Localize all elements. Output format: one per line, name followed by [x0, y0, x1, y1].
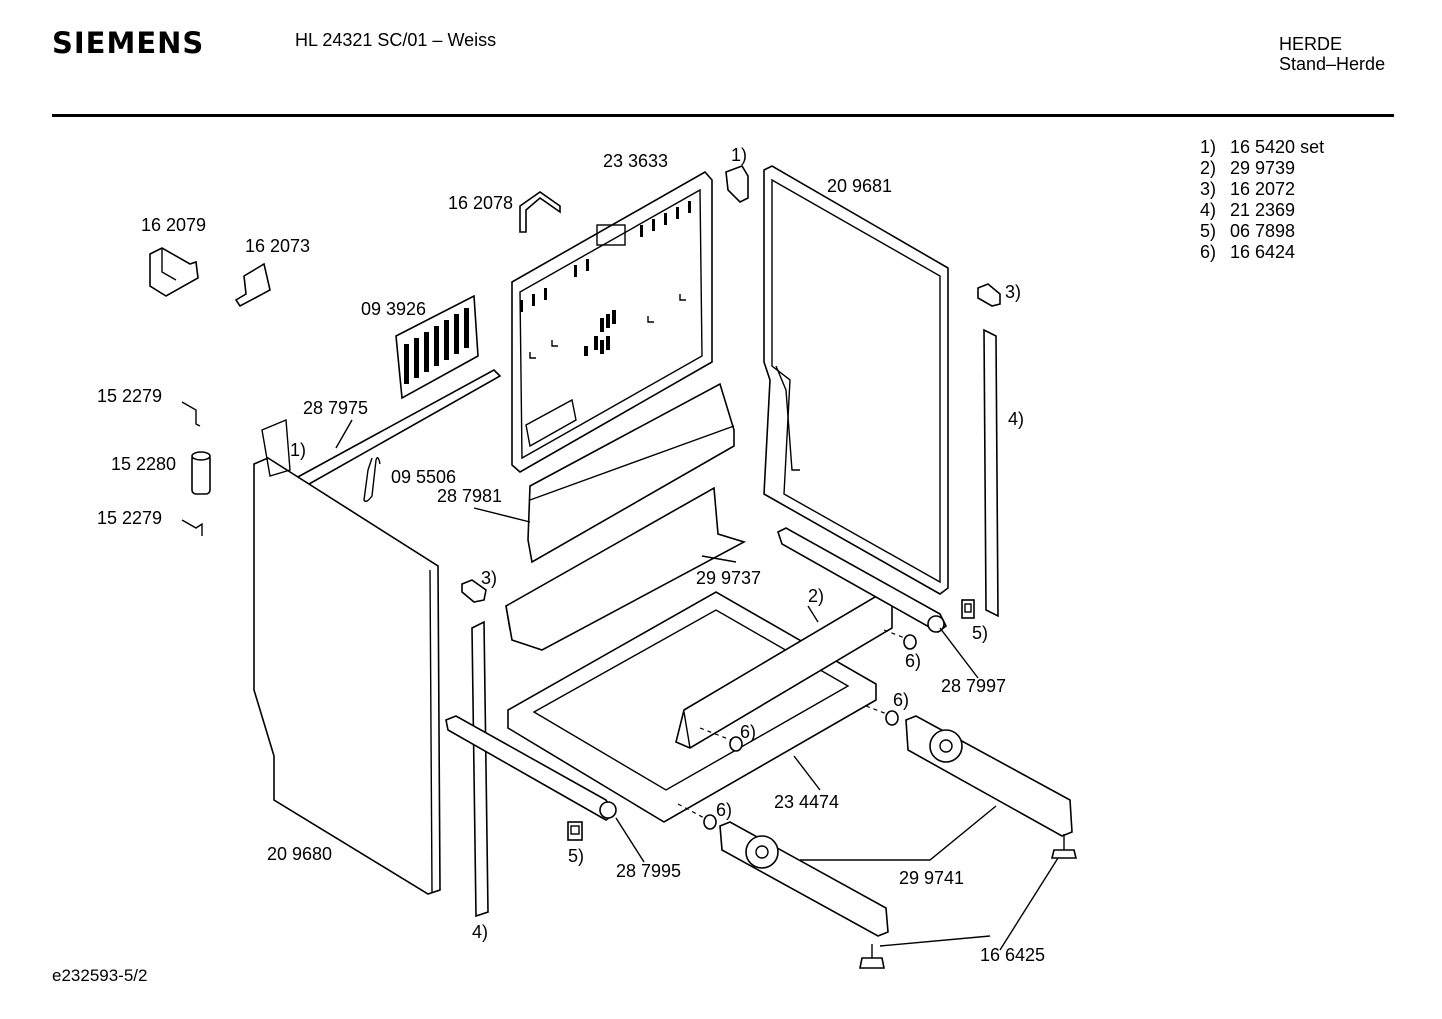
brand-logo: SIEMENS [52, 26, 205, 60]
label-152280: 15 2280 [111, 454, 176, 474]
label-162073: 16 2073 [245, 236, 310, 256]
callout-1-left: 1) [290, 440, 306, 460]
tray-299737 [505, 486, 747, 651]
rear-panel-233633 [511, 170, 713, 473]
leader-lines [335, 419, 1059, 951]
label-299741: 29 9741 [899, 868, 964, 888]
foot-right [1050, 834, 1078, 859]
callout-5-right: 5) [972, 623, 988, 643]
callout-2: 2) [808, 586, 824, 606]
label-233633: 23 3633 [603, 151, 668, 171]
model-title: HL 24321 SC/01 – Weiss [295, 30, 497, 50]
label-299737: 29 9737 [696, 568, 761, 588]
rail-287995 [445, 715, 617, 821]
callout-3-right: 3) [1005, 282, 1021, 302]
category-line-2: Stand–Herde [1279, 54, 1386, 74]
bumper-6 [677, 629, 917, 830]
legend-row: 6) 16 6424 [1200, 242, 1324, 263]
label-166425: 16 6425 [980, 945, 1045, 965]
label-287995: 28 7995 [616, 861, 681, 881]
header-rule [52, 114, 1394, 117]
legend-row: 3) 16 2072 [1200, 179, 1324, 200]
label-209680: 20 9680 [267, 844, 332, 864]
strip-4-left [471, 620, 489, 918]
category-line-1: HERDE [1279, 34, 1343, 54]
category: HERDE Stand–Herde [1279, 34, 1385, 74]
label-162079: 16 2079 [141, 215, 206, 235]
legend-value: 21 2369 [1230, 200, 1296, 220]
bracket-top [725, 165, 749, 203]
label-095506: 09 5506 [391, 467, 456, 487]
clip-3-right [977, 283, 1001, 307]
clip-152279-b [181, 519, 203, 536]
legend-value: 16 6424 [1230, 242, 1296, 262]
legend-key: 5) [1200, 221, 1217, 241]
rail-287997 [777, 527, 948, 633]
label-152279-a: 15 2279 [97, 386, 162, 406]
clip-5-left [567, 821, 583, 841]
legend-value: 06 7898 [1230, 221, 1296, 241]
panel-287981 [527, 382, 735, 564]
legend-key: 4) [1200, 200, 1217, 220]
label-287981: 28 7981 [437, 486, 502, 506]
callout-6-d: 6) [716, 800, 732, 820]
callout-1-top: 1) [731, 145, 747, 165]
hook-095506 [363, 457, 381, 503]
label-162078: 16 2078 [448, 193, 513, 213]
vent-093926 [395, 294, 479, 400]
tube-152280 [191, 451, 211, 495]
clip-152279-a [181, 401, 201, 427]
label-093926: 09 3926 [361, 299, 426, 319]
label-234474: 23 4474 [774, 792, 839, 812]
callout-6-a: 6) [905, 651, 921, 671]
legend-row: 4) 21 2369 [1200, 200, 1324, 221]
legend-value: 29 9739 [1230, 158, 1296, 178]
label-152279-b: 15 2279 [97, 508, 162, 528]
legend-value: 16 5420 set [1230, 137, 1325, 157]
label-287975: 28 7975 [303, 398, 368, 418]
callout-6-b: 6) [893, 690, 909, 710]
callout-4-left: 4) [472, 922, 488, 942]
clip-3-left [461, 579, 487, 603]
drawing-code: e232593-5/2 [52, 966, 148, 985]
callout-5-left: 5) [568, 846, 584, 866]
callout-6-c: 6) [740, 722, 756, 742]
callout-4-right: 4) [1008, 409, 1024, 429]
legend-key: 1) [1200, 137, 1217, 157]
legend-key: 3) [1200, 179, 1217, 199]
legend-key: 6) [1200, 242, 1217, 262]
clip-5-right [961, 599, 975, 619]
castor-rail-left [719, 821, 889, 937]
legend-row: 5) 06 7898 [1200, 221, 1324, 242]
legend-row: 2) 29 9739 [1200, 158, 1324, 179]
legend-value: 16 2072 [1230, 179, 1296, 199]
legend-key: 2) [1200, 158, 1217, 178]
callout-3-left: 3) [481, 568, 497, 588]
legend-row: 1) 16 5420 set [1200, 137, 1324, 158]
parts-legend: 1) 16 5420 set 2) 29 9739 3) 16 2072 4) 21 2… [1200, 137, 1324, 263]
label-209681: 20 9681 [827, 176, 892, 196]
side-frame-209681 [763, 165, 949, 595]
label-287997: 28 7997 [941, 676, 1006, 696]
side-panel-209680 [253, 418, 441, 895]
bracket-162073 [234, 262, 271, 308]
bracket-162078 [519, 191, 561, 233]
foot-left [859, 944, 885, 969]
castor-rail-right [905, 715, 1073, 837]
strip-4-right [983, 328, 999, 618]
bracket-162079 [149, 247, 199, 297]
